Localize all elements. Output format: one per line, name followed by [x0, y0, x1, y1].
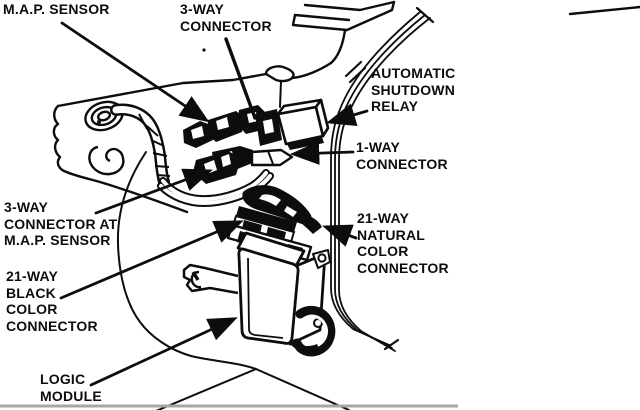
label-map-sensor: M.A.P. SENSOR	[3, 1, 110, 17]
car-body-outline	[52, 0, 640, 410]
sensor-grommet	[84, 100, 124, 132]
shutdown-relay-body	[255, 98, 330, 150]
natural-connector-leader-line	[322, 224, 358, 247]
shutdown-relay-leader-line	[326, 103, 369, 127]
label-one-way-connector: 1-WAY CONNECTOR	[356, 139, 448, 172]
three-way-at-map-leader-line	[94, 168, 213, 215]
module-bracket	[182, 263, 239, 295]
logic-module-box	[236, 231, 331, 346]
label-three-way-at-map-sensor: 3-WAY CONNECTOR AT M.A.P. SENSOR	[4, 199, 118, 248]
leader-lines	[59, 21, 369, 387]
label-21way-black-connector: 21-WAY BLACK COLOR CONNECTOR	[6, 268, 98, 334]
logic-module-drawing	[182, 185, 336, 357]
door-weatherstrip-channel	[330, 6, 435, 352]
map-sensor-leader-line	[60, 21, 210, 123]
module-wire-hook	[290, 306, 336, 357]
label-logic-module: LOGIC MODULE	[40, 371, 102, 404]
harness-boot	[242, 185, 312, 225]
black-connector-leader-line	[59, 220, 244, 300]
harness-connectors-drawing	[157, 98, 330, 208]
label-three-way-connector: 3-WAY CONNECTOR	[180, 1, 272, 34]
map-sensor-drawing	[84, 100, 171, 189]
harness-wires	[157, 169, 274, 208]
vacuum-hose	[110, 103, 171, 189]
three-way-at-map-sensor-body	[193, 151, 241, 184]
one-way-connector-leader-line	[289, 141, 355, 165]
three-way-connector-leader-line	[224, 37, 257, 120]
logic-module-leader-line	[89, 317, 238, 387]
label-21way-natural-connector: 21-WAY NATURAL COLOR CONNECTOR	[357, 210, 449, 276]
label-automatic-shutdown-relay: AUTOMATIC SHUTDOWN RELAY	[371, 65, 456, 114]
hook-bracket	[88, 145, 125, 176]
